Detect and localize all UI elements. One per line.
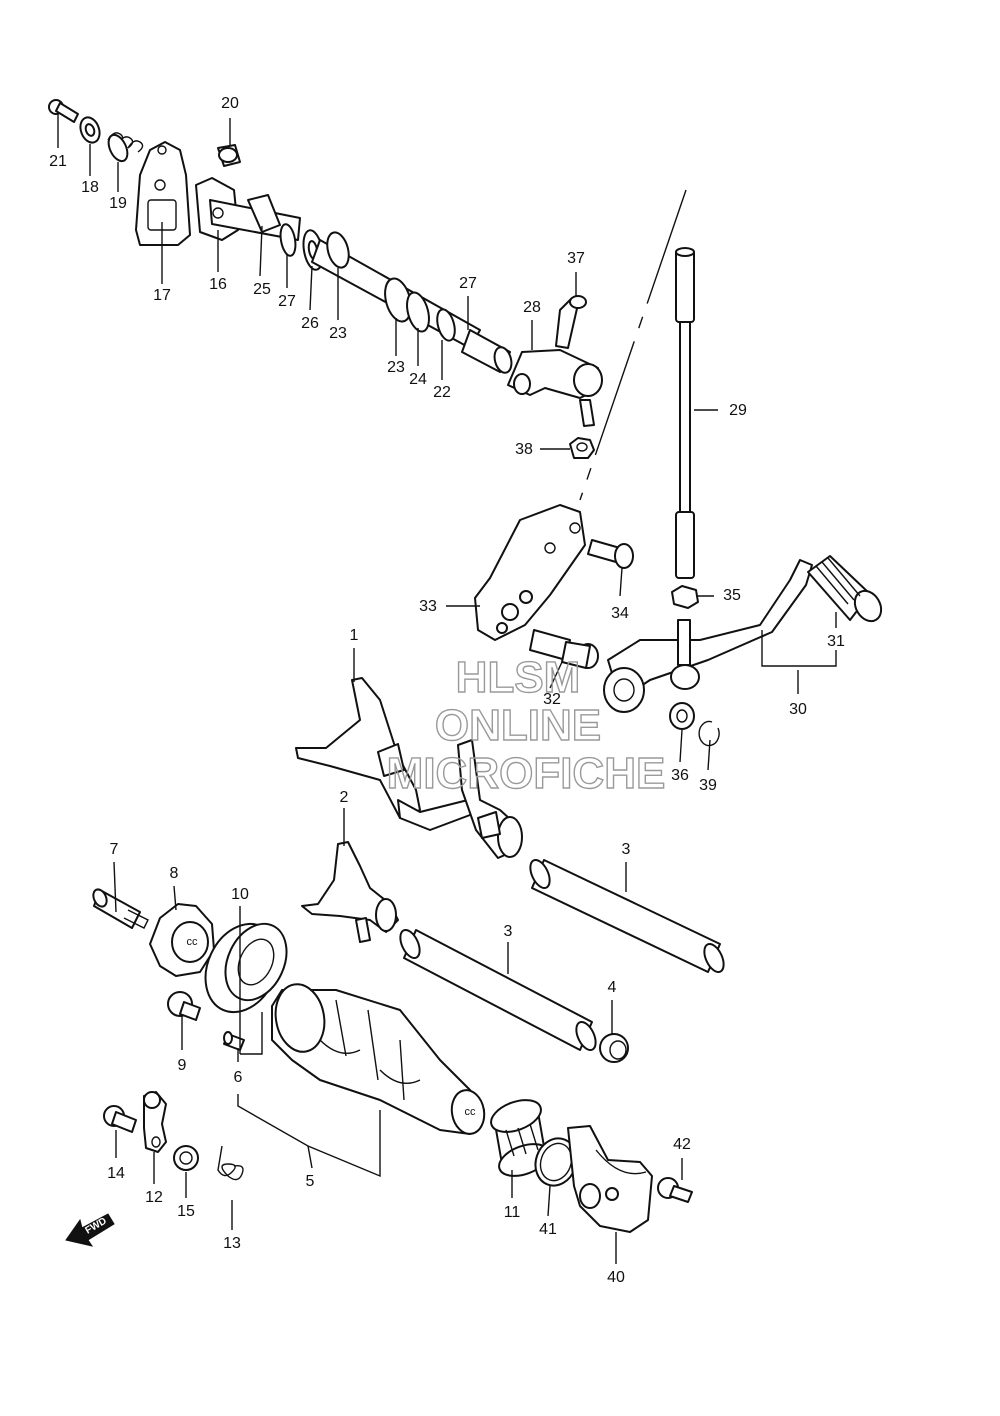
part-38-nut — [569, 437, 595, 459]
callout-25: 25 — [253, 281, 271, 298]
part-3-shift-fork-shaft-a — [529, 858, 725, 974]
callout-41: 41 — [539, 1221, 557, 1238]
callout-18: 18 — [81, 179, 99, 196]
leader-lines — [57, 112, 837, 1264]
callout-3: 3 — [622, 841, 631, 858]
callout-32: 32 — [543, 691, 561, 708]
part-12-stopper — [143, 1091, 167, 1153]
part-4-plug — [599, 1033, 629, 1063]
callout-26: 26 — [301, 315, 319, 332]
part-17-stopper-plate — [135, 141, 191, 246]
callout-7: 7 — [110, 841, 119, 858]
part-41-o-ring — [534, 1137, 578, 1187]
watermark-line-2: ONLINE — [435, 701, 601, 750]
callout-40: 40 — [607, 1269, 625, 1286]
part-42-bolt — [657, 1177, 693, 1203]
callout-30: 30 — [789, 701, 807, 718]
callout-6: 6 — [234, 1069, 243, 1086]
callout-9: 9 — [178, 1057, 187, 1074]
callout-2: 2 — [340, 789, 349, 806]
callout-29: 29 — [729, 402, 747, 419]
callout-16: 16 — [209, 276, 227, 293]
part-19-spring — [107, 132, 144, 163]
part-29-shift-rod — [675, 247, 695, 579]
part-5-gearshift-cam: cc — [271, 983, 486, 1135]
part-34-bolt — [587, 539, 634, 569]
part-1-shift-fork — [295, 677, 523, 859]
callout-8: 8 — [170, 865, 179, 882]
part-15-collar — [173, 1145, 199, 1171]
part-40-cam-guide — [567, 1125, 653, 1233]
callout-14: 14 — [107, 1165, 125, 1182]
part-35-nut — [671, 585, 699, 609]
callout-37: 37 — [567, 250, 585, 267]
part-31-pedal-rubber — [807, 555, 883, 623]
part-13-spring — [217, 1145, 244, 1181]
part-16-gearshift-arm — [195, 177, 301, 241]
callout-27: 27 — [278, 293, 296, 310]
callout-12: 12 — [145, 1189, 163, 1206]
part-14-bolt — [103, 1105, 137, 1133]
callout-35: 35 — [723, 587, 741, 604]
watermark: HLSM ONLINE MICROFICHE — [386, 652, 666, 798]
callout-20: 20 — [221, 95, 239, 112]
callout-21: 21 — [49, 153, 67, 170]
callout-13: 13 — [223, 1235, 241, 1252]
callout-labels: 21 18 19 17 20 16 25 27 26 23 27 23 24 2… — [49, 95, 845, 1286]
callout-23: 23 — [329, 325, 347, 342]
callout-31: 31 — [827, 633, 845, 650]
watermark-line-1: HLSM — [456, 653, 581, 702]
part-33-bracket — [474, 504, 586, 641]
part-25-spring — [247, 194, 281, 233]
part-30-shift-pedal — [603, 559, 813, 713]
part-3-shift-fork-shaft-b — [399, 928, 597, 1052]
assembly-guide-line — [579, 189, 687, 501]
callout-36: 36 — [671, 767, 689, 784]
callout-1: 1 — [350, 627, 359, 644]
callout-27: 27 — [459, 275, 477, 292]
callout-39: 39 — [699, 777, 717, 794]
watermark-line-3: MICROFICHE — [387, 749, 666, 798]
part-27-circlip — [279, 223, 297, 257]
svg-text:cc: cc — [187, 936, 199, 948]
part-9-bolt — [167, 991, 201, 1021]
part-18-washer — [79, 116, 101, 144]
part-28-shift-link — [507, 349, 603, 427]
part-10-bearing — [204, 922, 288, 1014]
callout-38: 38 — [515, 441, 533, 458]
callout-19: 19 — [109, 195, 127, 212]
part-20-bolt — [217, 144, 241, 167]
callout-33: 33 — [419, 598, 437, 615]
svg-text:cc: cc — [465, 1106, 477, 1118]
callout-17: 17 — [153, 287, 171, 304]
part-7-pin — [92, 888, 149, 929]
callout-10: 10 — [231, 886, 249, 903]
fwd-arrow-icon: FWD — [65, 1213, 115, 1247]
callout-5: 5 — [306, 1173, 315, 1190]
callout-22: 22 — [433, 384, 451, 401]
part-8-cam-stopper: cc — [149, 903, 215, 977]
callout-28: 28 — [523, 299, 541, 316]
part-32-pivot-bolt — [529, 629, 599, 669]
callout-24: 24 — [409, 371, 427, 388]
part-37-bolt — [555, 295, 587, 349]
part-2-shift-fork — [301, 841, 399, 943]
callout-11: 11 — [504, 1204, 521, 1221]
callout-15: 15 — [177, 1203, 195, 1220]
callout-23: 23 — [387, 359, 405, 376]
gearshift-shaft — [311, 231, 513, 374]
callout-34: 34 — [611, 605, 629, 622]
callout-42: 42 — [673, 1136, 691, 1153]
part-21-bolt — [48, 99, 79, 123]
callout-4: 4 — [608, 979, 617, 996]
callout-3: 3 — [504, 923, 513, 940]
part-6-pin — [223, 1031, 245, 1051]
part-39-clip — [698, 720, 720, 747]
part-36-washer — [669, 702, 695, 730]
